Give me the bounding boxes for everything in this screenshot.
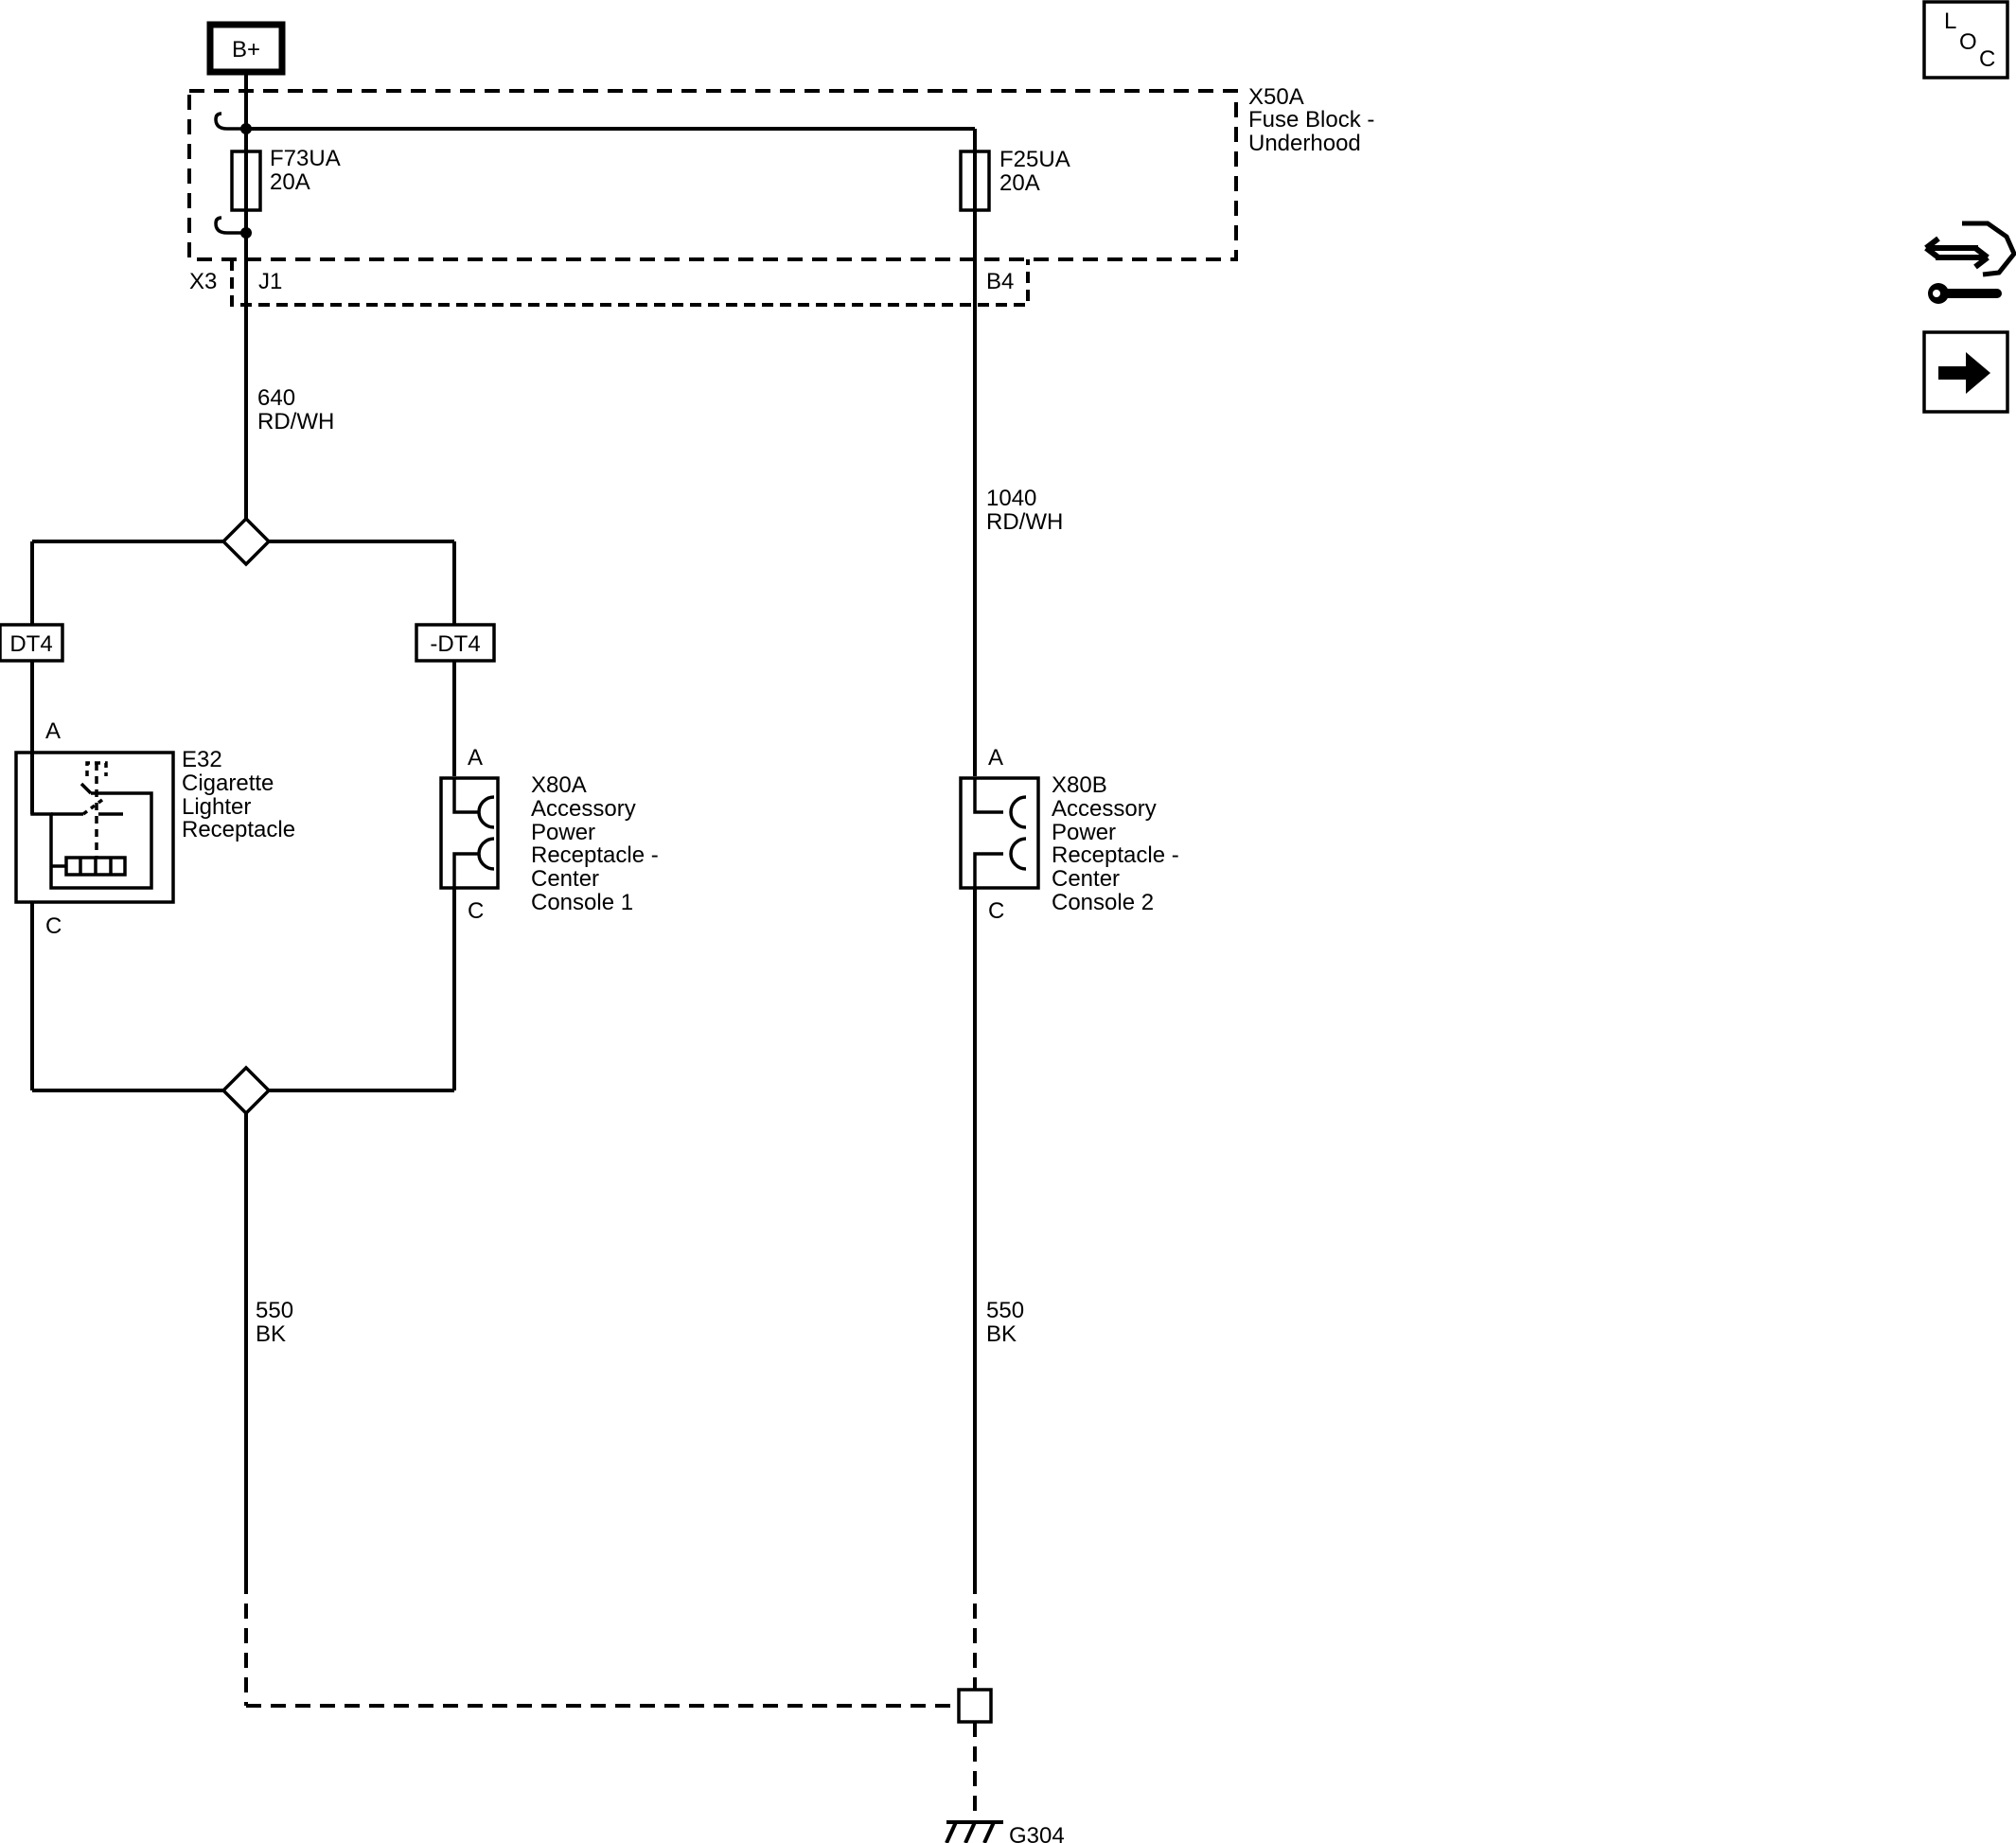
wire-1040-circuit: 1040 [986,486,1036,511]
ground-left-color: BK [256,1321,286,1347]
wire-640-color: RD/WH [257,409,334,434]
e32-pin-a: A [45,718,61,744]
e32-id: E32 [182,747,222,772]
ground-dashed-bus [244,1579,993,1822]
wire-640-circuit: 640 [257,385,295,411]
cigarette-lighter-symbol [14,751,175,1090]
x80a-pin-c: C [468,898,484,924]
e32-desc-2: Lighter [182,794,251,820]
ground-right-circuit: 550 [986,1298,1024,1323]
battery-source-label: B+ [232,37,260,62]
e32-pin-c: C [45,913,62,939]
connector-service-icon[interactable] [1924,221,2016,304]
x80b-pin-a: A [988,745,1003,771]
next-page-arrow-icon[interactable] [1922,330,2009,414]
ground-right-color: BK [986,1321,1017,1347]
fuse-block-id: X50A [1248,84,1304,110]
x80a-desc-3: Receptacle - [531,842,659,868]
splice-top [30,516,456,625]
receptacle-x80a-symbol [439,776,500,1090]
pin-b4: B4 [986,269,1014,294]
loc-letter-o: O [1959,29,1977,55]
fuse-block-outline [187,89,1238,261]
ground-g304-label: G304 [1009,1823,1065,1843]
fuse-f73ua-rating: 20A [270,169,310,195]
ground-left-circuit: 550 [256,1298,293,1323]
fuse-f73ua [230,150,262,212]
splice-bottom [32,1065,454,1579]
connector-x3: X3 [189,269,217,294]
loc-icon[interactable]: L O C [1922,0,2009,80]
wire-1040-color: RD/WH [986,509,1063,535]
x80a-pin-a: A [468,745,483,771]
x80a-id: X80A [531,772,587,798]
option-not-dt4-label: -DT4 [430,631,480,657]
loc-letter-c: C [1979,46,1995,72]
connector-outline [230,259,1030,307]
x80b-desc-3: Receptacle - [1052,842,1179,868]
x80b-pin-c: C [988,898,1004,924]
ground-symbol-icon [945,1820,1003,1843]
x80b-desc-5: Console 2 [1052,890,1154,915]
option-dt4-label: DT4 [9,631,52,657]
pin-j1: J1 [258,269,282,294]
x80b-desc-2: Power [1052,820,1116,845]
e32-desc-1: Cigarette [182,771,274,796]
receptacle-x80b-symbol [959,776,1040,1579]
x80b-desc-4: Center [1052,866,1120,892]
fuse-f25ua-rating: 20A [999,170,1040,196]
x80a-desc-1: Accessory [531,796,636,822]
fuse-block-name-line2: Underhood [1248,131,1361,156]
x80b-id: X80B [1052,772,1107,798]
fuse-f73ua-id: F73UA [270,146,341,171]
x80a-desc-2: Power [531,820,595,845]
fuse-f25ua [959,150,991,212]
fuse-f25ua-id: F25UA [999,147,1070,172]
e32-desc-3: Receptacle [182,817,295,842]
x80a-desc-4: Center [531,866,599,892]
fuse-block-name-line1: Fuse Block - [1248,107,1374,133]
x80b-desc-1: Accessory [1052,796,1157,822]
x80a-desc-5: Console 1 [531,890,633,915]
loc-letter-l: L [1944,9,1956,34]
battery-source: B+ [206,21,286,76]
